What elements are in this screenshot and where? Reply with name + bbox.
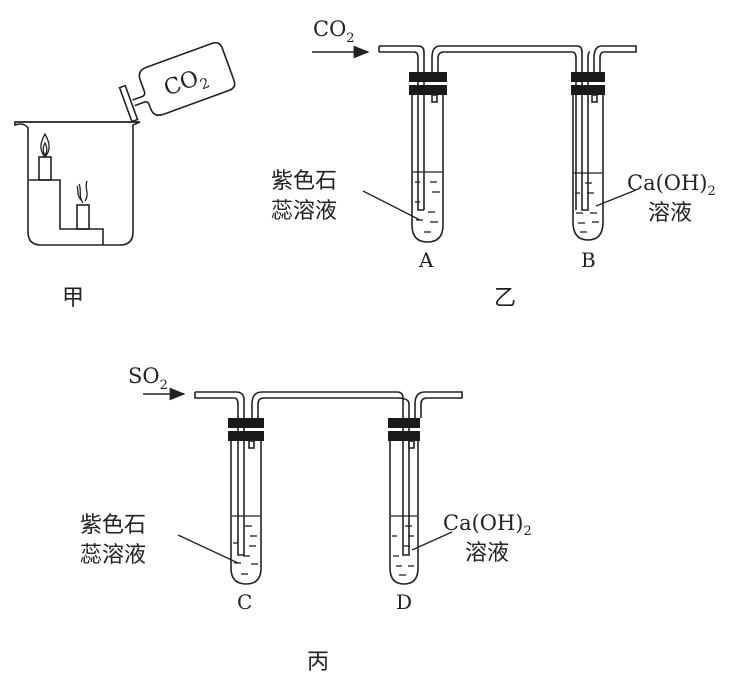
glass-tubing	[379, 45, 425, 211]
step-platform	[29, 179, 104, 245]
beaker	[14, 121, 141, 246]
tube-c-label-line1: 紫色石	[80, 513, 146, 538]
liquid-dashes	[415, 181, 440, 233]
tube-c-leader-line	[177, 534, 239, 564]
test-tube-a	[409, 72, 447, 243]
tall-candle-flame-icon	[40, 132, 50, 158]
tube-b-leader-line	[595, 189, 637, 207]
smoke-icon	[76, 180, 88, 204]
figure-bing: SO2 紫色石 蕊溶液 C	[80, 364, 532, 675]
tube-a-letter: A	[418, 248, 434, 272]
tube-c-letter: C	[237, 590, 252, 614]
figure-jia: CO2 甲	[14, 41, 236, 311]
tube-d-label-line2: 溶液	[465, 541, 509, 566]
test-tube-c	[228, 418, 264, 585]
tube-b-letter: B	[581, 248, 596, 272]
gas-label-co2: CO2	[313, 17, 355, 46]
tube-b-label-line1: Ca(OH)2	[627, 171, 716, 199]
tube-a-leader-line	[362, 190, 421, 221]
tube-a-label-line1: 紫色石	[271, 169, 337, 194]
tall-candle	[38, 156, 52, 181]
test-tube-d	[388, 418, 420, 585]
gas-label-so2: SO2	[128, 364, 168, 393]
figure-yi: CO2 紫色石 蕊溶液 A	[271, 17, 716, 311]
liquid-dashes	[575, 182, 599, 233]
tube-b-label-line2: 溶液	[648, 201, 692, 226]
caption-bing: 丙	[307, 650, 329, 675]
caption-yi: 乙	[494, 286, 516, 311]
tube-d-leader-line	[411, 531, 453, 551]
tube-d-letter: D	[396, 590, 412, 614]
liquid-dashes	[392, 525, 414, 576]
tube-a-label-line2: 蕊溶液	[271, 199, 337, 224]
short-candle	[76, 204, 90, 230]
tube-d-label-line1: Ca(OH)2	[443, 511, 532, 539]
co2-bottle: CO2	[118, 41, 236, 123]
test-tube-b	[571, 72, 605, 241]
liquid-dashes	[233, 525, 258, 575]
caption-jia: 甲	[62, 286, 84, 311]
tube-c-label-line2: 蕊溶液	[80, 543, 146, 568]
